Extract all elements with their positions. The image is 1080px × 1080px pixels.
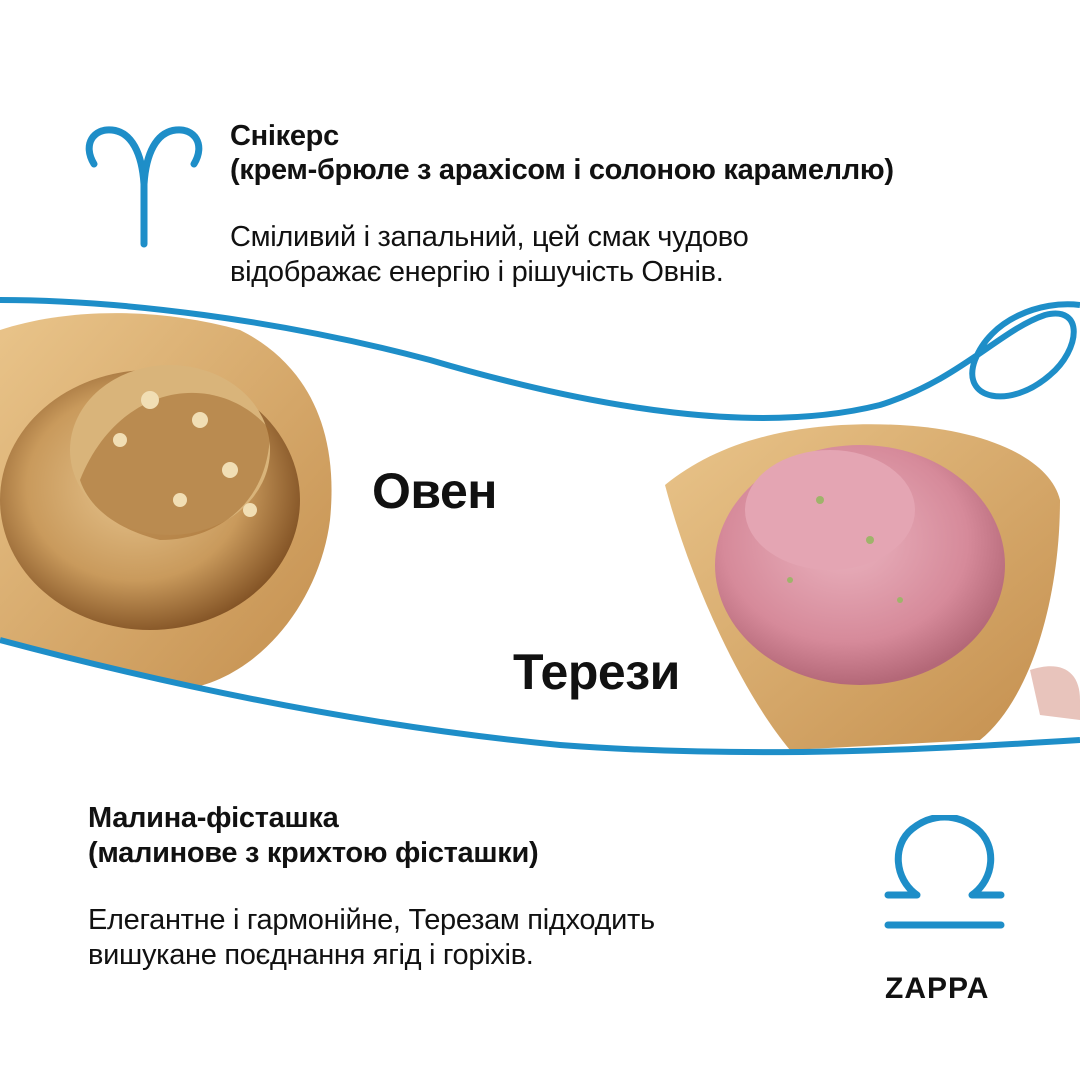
top-flavor-name: Снікерс bbox=[230, 120, 339, 152]
bottom-flavor-description-line2: вишукане поєднання ягід і горіхів. bbox=[88, 939, 534, 971]
sign-name-libra: Терези bbox=[513, 644, 680, 700]
top-flavor-subtitle: (крем-брюле з арахісом і солоною карамел… bbox=[230, 154, 894, 186]
bottom-flavor-subtitle: (малинове з крихтою фісташки) bbox=[88, 837, 539, 869]
aries-ice-cream-photo bbox=[0, 313, 332, 690]
sign-name-aries: Овен bbox=[372, 463, 497, 519]
top-flavor-description-line1: Сміливий і запальний, цей смак чудово bbox=[230, 221, 749, 253]
decor-wave-bottom bbox=[0, 637, 1080, 756]
libra-icon bbox=[884, 815, 1005, 929]
bottom-flavor-name: Малина-фісташка bbox=[88, 802, 339, 834]
bottom-flavor-description-line1: Елегантне і гармонійне, Терезам підходит… bbox=[88, 904, 655, 936]
decor-wave-top bbox=[0, 297, 1080, 421]
aries-icon bbox=[85, 126, 203, 248]
top-flavor-description-line2: відображає енергію і рішучість Овнів. bbox=[230, 256, 724, 288]
brand-logo: ZAPPA bbox=[885, 972, 990, 1005]
libra-ice-cream-photo bbox=[665, 424, 1080, 750]
